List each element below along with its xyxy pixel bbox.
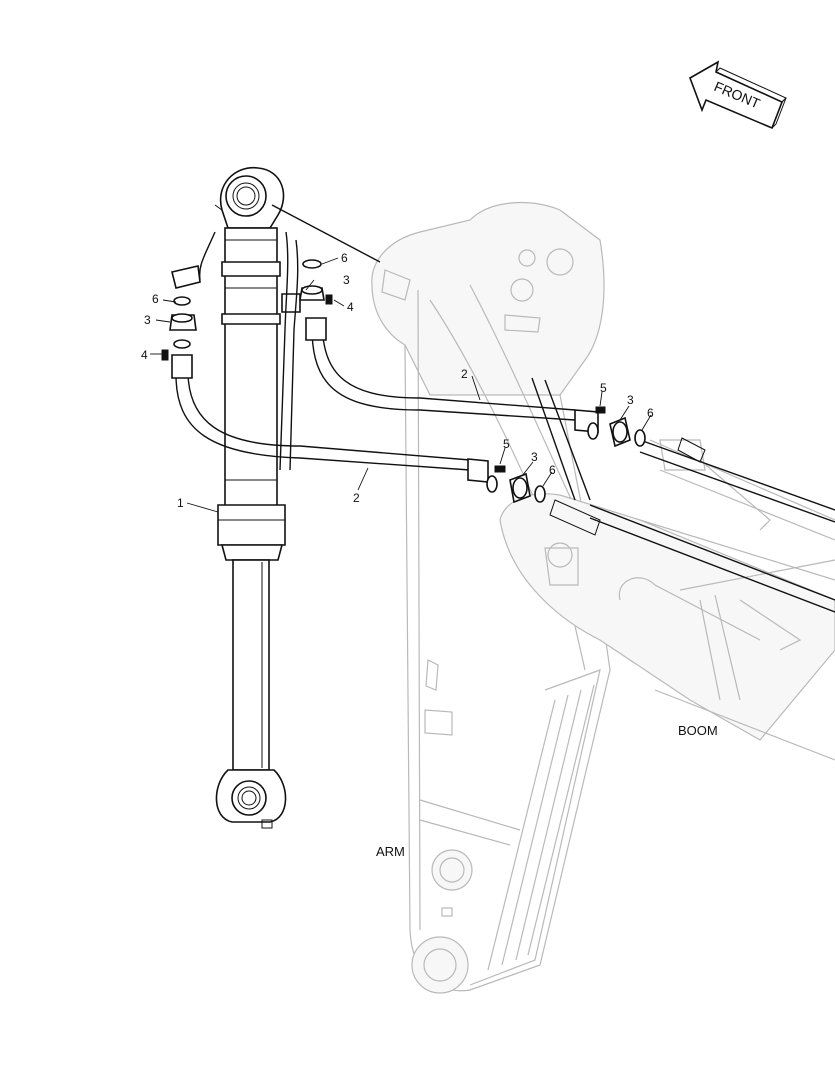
callout-oring-top-right: 6 [341,251,348,265]
callout-oring-mid-lower: 6 [549,463,556,477]
callout-flange-left: 3 [144,313,151,327]
boom-structure [499,439,835,761]
callout-cylinder: 1 [177,496,184,510]
fittings [161,259,646,504]
callout-bolt-mid-upper: 5 [600,381,607,395]
callout-hose-upper: 2 [461,367,468,381]
hoses [171,317,599,483]
boom-label: BOOM [678,723,718,738]
boom-pipes [531,377,835,613]
arm-label: ARM [376,844,405,859]
callouts: 1 2 2 3 3 3 3 4 4 5 5 6 6 6 6 [141,251,654,510]
callout-bolt-mid-lower: 5 [503,437,510,451]
callout-bolt-left: 4 [141,348,148,362]
callout-flange-mid-upper: 3 [627,393,634,407]
callout-bolt-top-right: 4 [347,300,354,314]
callout-oring-left: 6 [152,292,159,306]
callout-hose-lower: 2 [353,491,360,505]
leader-lines [150,257,652,513]
arm-cylinder [171,167,381,829]
callout-flange-mid-lower: 3 [531,450,538,464]
callout-flange-top-right: 3 [343,273,350,287]
callout-oring-mid-upper: 6 [647,406,654,420]
front-direction-arrow: FRONT [689,60,787,130]
